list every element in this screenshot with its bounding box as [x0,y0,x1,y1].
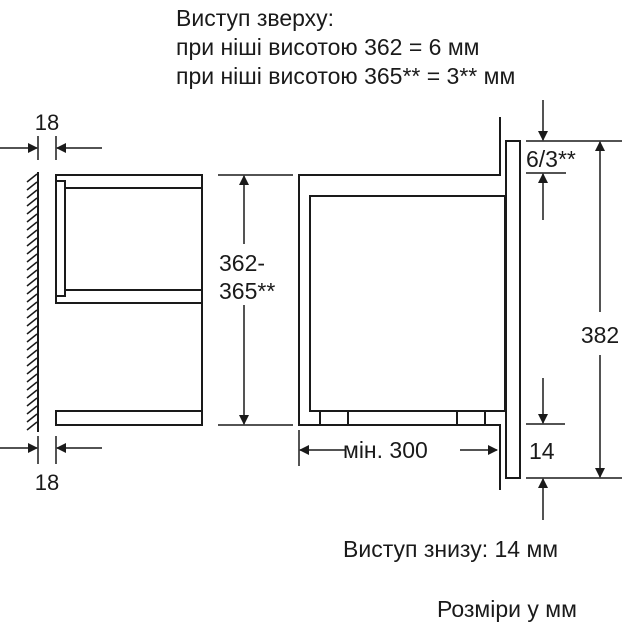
niche-height-label-1: 362- [219,250,265,276]
niche-height-label-2: 365** [219,278,275,304]
top-protrusion-dimension: 6/3** [526,100,622,220]
hatch-line [26,205,38,215]
hatch-line [26,293,38,303]
hatch-line [26,181,38,191]
bottom-protrusion-note: Виступ знизу: 14 мм [343,536,558,562]
hatch-line [26,221,38,231]
hatch-line [26,237,38,247]
min-depth-label: мін. 300 [343,437,428,463]
bottom-protrusion-label: 14 [529,438,555,464]
header-line-2: при ніші висотою 362 = 6 мм [176,34,479,60]
thickness-label-top: 18 [35,110,59,135]
header-line-1: Виступ зверху: [176,5,334,31]
bottom-protrusion-dimension: 14 [526,378,622,520]
niche-height-dimension: 362- 365** [218,174,293,426]
microwave-door-panel [505,140,521,479]
hatch-line [26,189,38,199]
hatch-line [26,373,38,383]
hatch-line [26,229,38,239]
hatch-line [26,333,38,343]
header-notes: Виступ зверху: при ніші висотою 362 = 6 … [176,5,515,89]
wall-hatched [26,172,39,432]
total-height-dimension: 382 [581,141,619,478]
hatch-line [26,381,38,391]
total-height-label: 382 [581,322,619,348]
units-note: Розміри у мм [437,596,577,622]
hatch-line [26,213,38,223]
hatch-line [26,397,38,407]
hatch-line [26,173,38,183]
cabinet-side-view [298,117,521,490]
hatch-line [26,357,38,367]
hatch-line [26,277,38,287]
hatch-line [26,269,38,279]
hatch-line [26,325,38,335]
hatch-line [26,421,38,431]
hatch-line [26,389,38,399]
hatch-line [26,245,38,255]
hatch-line [26,285,38,295]
hatch-line [26,253,38,263]
min-depth-dimension: мін. 300 [298,430,498,466]
hatch-line [26,341,38,351]
hatch-line [26,301,38,311]
hatch-line [26,365,38,375]
top-protrusion-label: 6/3** [526,146,576,172]
hatch-line [26,349,38,359]
cabinet-front-view [55,174,203,426]
hatch-line [26,197,38,207]
hatch-line [26,261,38,271]
header-line-3: при ніші висотою 365** = 3** мм [176,63,515,89]
hatch-line [26,317,38,327]
hatch-line [26,405,38,415]
thickness-label-bottom: 18 [35,470,59,495]
wall-thickness-dimension-top: 18 [0,110,102,160]
wall-thickness-dimension-bottom: 18 [0,436,102,495]
hatch-line [26,309,38,319]
hatch-line [26,413,38,423]
